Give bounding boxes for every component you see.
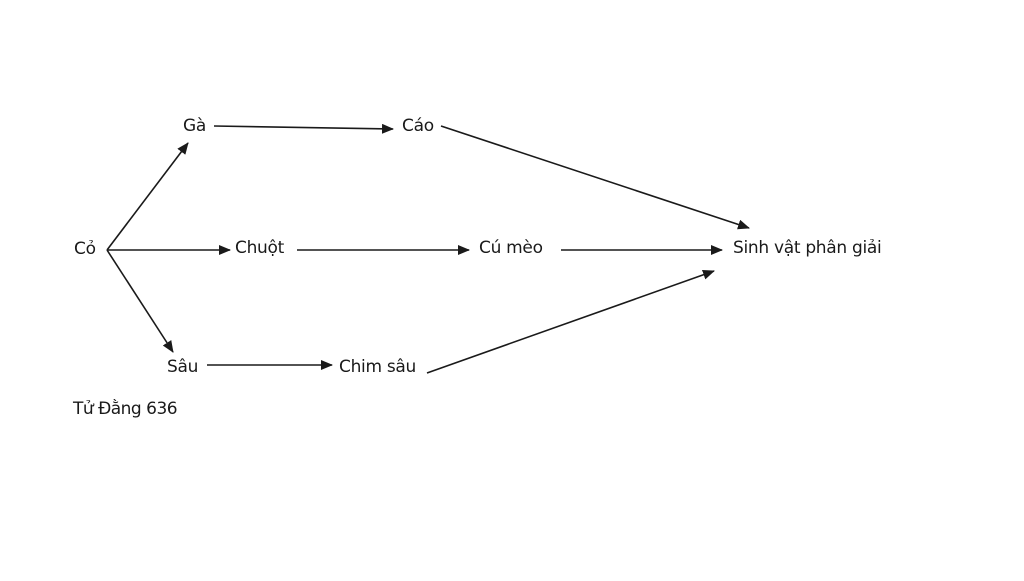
arrow-chim-sau-to-sinh-vat-phan-giai [426, 269, 715, 374]
arrow-ga-to-cao [213, 123, 394, 134]
node-chuot: Chuột [235, 238, 284, 258]
node-sinh-vat-phan-giai: Sinh vật phân giải [733, 238, 882, 258]
node-cu-meo: Cú mèo [479, 238, 543, 258]
arrow-co-to-sau [106, 249, 174, 353]
node-sau: Sâu [167, 357, 199, 377]
node-co: Cỏ [74, 239, 96, 259]
node-cao: Cáo [402, 116, 434, 136]
node-ga: Gà [183, 116, 206, 136]
arrow-cao-to-sinh-vat-phan-giai [440, 125, 750, 230]
node-chim-sau: Chim sâu [339, 357, 416, 377]
caption: Tử Đằng 636 [73, 399, 178, 419]
arrow-co-to-ga [106, 142, 189, 251]
